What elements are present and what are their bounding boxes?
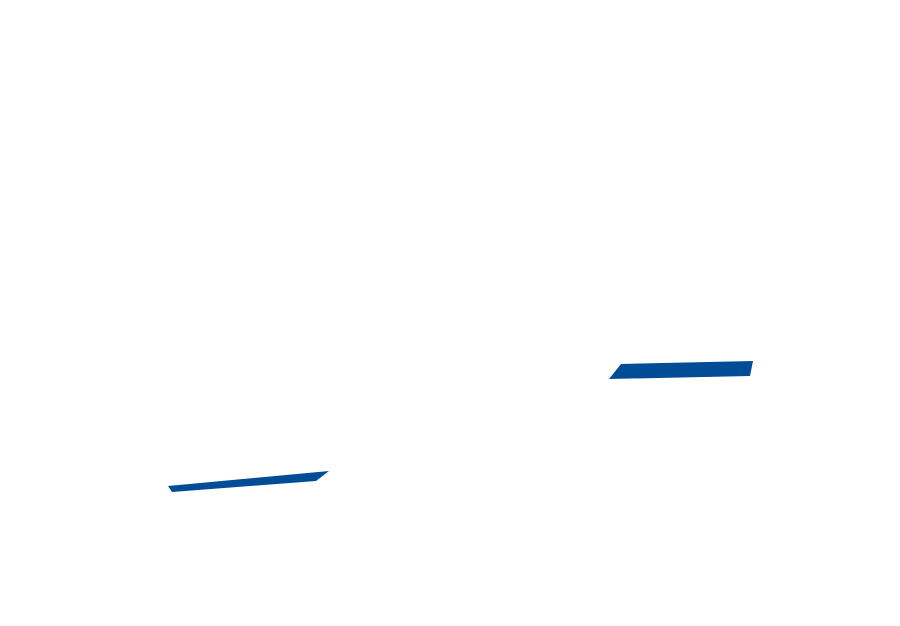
upper-right-stripe xyxy=(609,361,753,379)
lower-left-stripe xyxy=(168,471,329,492)
